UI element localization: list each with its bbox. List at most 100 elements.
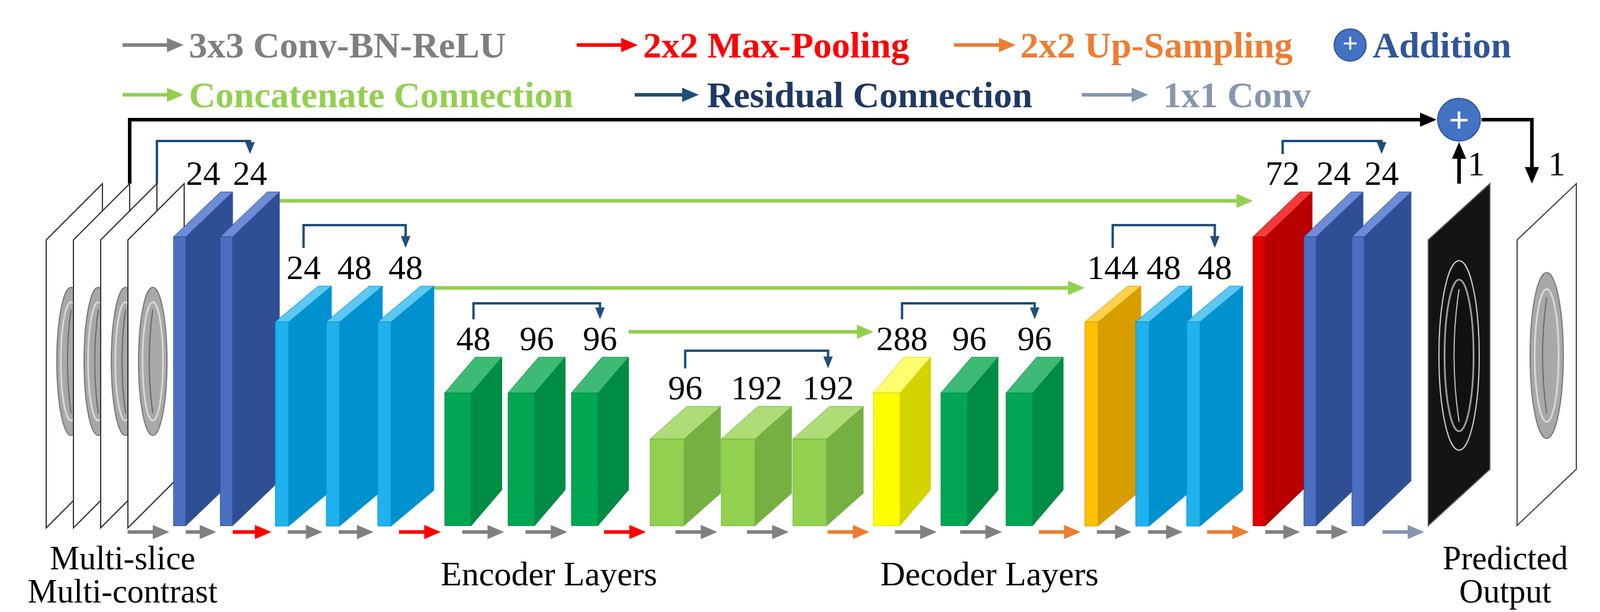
arrowhead [1451,142,1467,159]
block-3d [1252,191,1313,526]
block-top [508,357,565,393]
layer-arrow [232,524,272,539]
channel-count: 96 [528,319,671,358]
block-front [1006,392,1033,526]
residual-connection-line [1282,140,1382,154]
feature-map-block: 288 [873,319,931,526]
arrowhead [629,524,647,539]
brain-fold [94,309,99,414]
global-skip [129,112,1437,184]
arrowhead [772,524,789,539]
block-front [873,392,901,526]
block-3d [650,406,721,526]
arrowhead [199,524,217,539]
feature-map-block: 48 [444,319,503,526]
output-caption: Predicted Output [1416,541,1595,608]
block-front [326,321,340,526]
layer-arrow [287,524,323,539]
concatenate-connection [433,280,1085,295]
block-side [185,191,233,526]
arrowhead [1524,166,1540,184]
residual-connection-line [303,225,406,249]
layer-arrow [1096,524,1132,539]
arrowhead [306,524,323,539]
block-top [444,357,502,393]
feature-map-block: 96 [508,319,566,526]
block-side [1364,191,1412,526]
layer-arrow [1148,524,1184,539]
residual-map-figure [1428,183,1490,526]
arrowhead [166,37,184,53]
block-side [1199,286,1243,526]
layer-arrow [1207,524,1250,539]
arrowhead [1419,112,1437,127]
feature-map-block: 96 [1006,319,1064,526]
layer-arrow [338,524,374,539]
residual-connection-line [473,303,601,320]
block-front [1303,236,1317,526]
layer-arrow [462,524,505,539]
block-3d [1351,191,1412,526]
block-top [220,191,280,237]
arrowhead [1064,524,1081,539]
channel-count: 48 [334,248,477,287]
arrowhead [550,524,568,539]
residual-connection [303,225,411,249]
block-side [390,286,434,526]
block-front [650,438,684,526]
arrowhead [1131,87,1149,102]
layer-arrow [827,524,870,539]
feature-map-block: 48 [326,248,383,526]
block-top [650,406,721,439]
block-3d [326,286,383,526]
input-caption: Multi-slice Multi-contrast [15,541,230,608]
arrowhead [1029,307,1040,320]
block-front [173,236,186,526]
feature-map-block: 72 [1252,153,1313,526]
addition-circle: + [1436,97,1482,143]
feature-map-block: 48 [1135,248,1193,526]
legend-sample-line [953,43,1004,47]
brain-texture [1534,288,1559,422]
feature-map-block: 24 [1351,153,1412,526]
arrowhead [852,524,870,539]
brain-texture [1444,279,1474,432]
arrowhead [621,37,638,53]
block-3d [940,357,999,526]
arrowhead [487,524,504,539]
map-plane [1428,183,1490,526]
layer-arrow [525,524,568,539]
block-3d [444,357,503,526]
legend-text: Addition [1372,26,1512,64]
residual-connection-line [1112,225,1215,249]
channel-count: 24 [178,153,321,192]
block-top [571,357,629,393]
block-front [792,438,827,526]
circle [1437,98,1481,141]
block-front [444,392,472,526]
legend-sample-line [634,92,687,97]
block-top [1135,286,1193,322]
brain-texture [142,301,164,421]
legend-sample-line [122,92,172,97]
arrowhead [920,524,937,539]
concatenate-connection-line [433,286,1073,290]
block-top [377,286,435,322]
block-side [232,191,280,526]
legend-sample [122,87,184,102]
block-top [873,357,931,393]
block-front [1135,321,1149,526]
arrowhead [1236,193,1253,208]
concatenate-connection [628,324,875,339]
block-top [1006,357,1063,393]
output-map-figure [1517,183,1577,526]
section-caption: Encoder Layers [440,556,658,591]
block-top [721,406,792,439]
block-3d [1135,286,1193,526]
global-skip-line [129,119,1425,184]
feature-map-block: 192 [721,368,792,526]
arrowhead [1407,524,1425,539]
residual-map: 1 [1428,183,1490,526]
map-plane [1517,183,1577,526]
